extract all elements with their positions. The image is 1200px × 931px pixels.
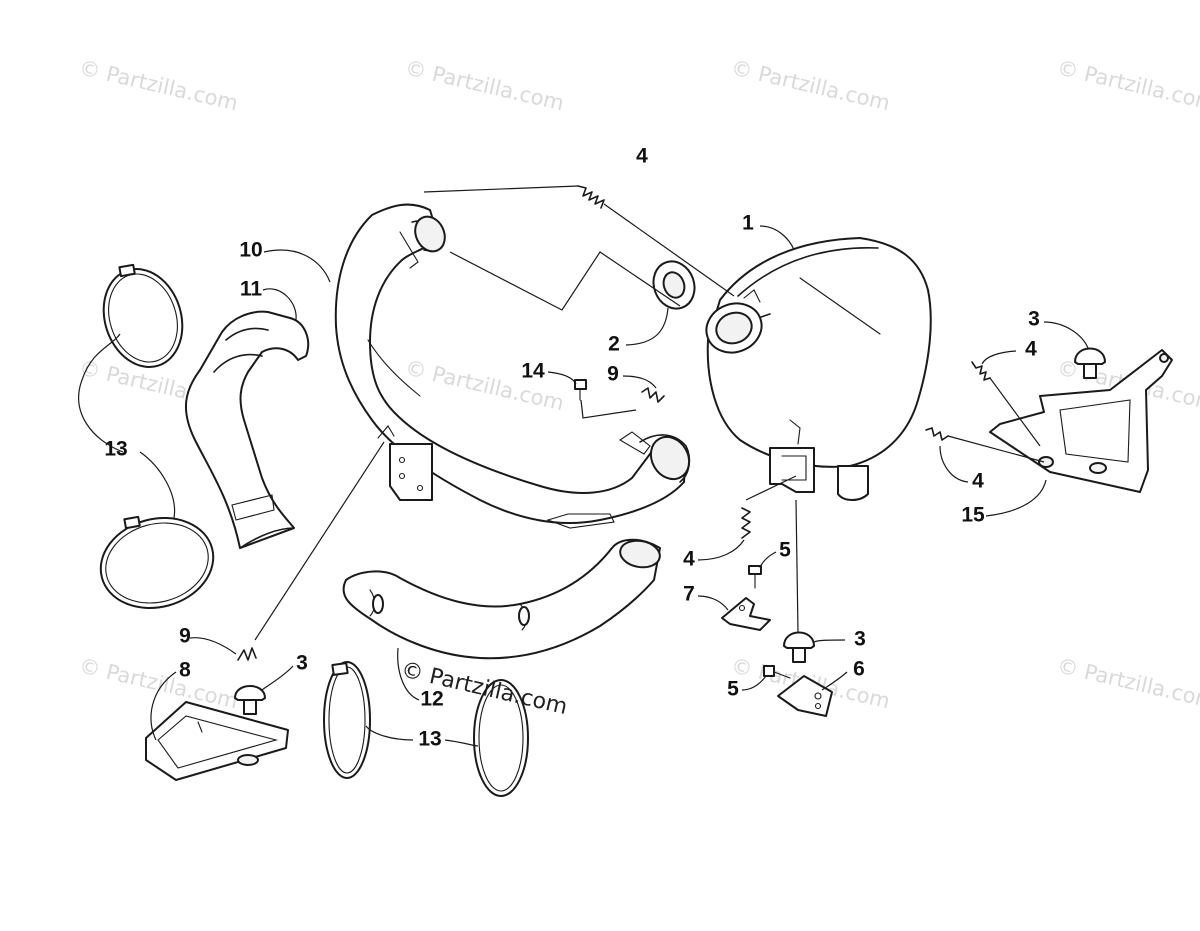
- part-9-spring-upper: [641, 387, 665, 403]
- part-5-bolt-upper: [748, 565, 762, 589]
- callout-4: 4: [972, 470, 984, 493]
- callout-5: 5: [727, 678, 739, 701]
- callout-11: 11: [240, 278, 263, 301]
- callout-labels: 1 2 3 3 3 4 4 4 4 5 5 6 7 8 9 9 10 11 12…: [104, 145, 1040, 751]
- callout-4: 4: [636, 145, 648, 168]
- part-3-bumper-center: [783, 631, 815, 663]
- callout-13: 13: [418, 728, 441, 751]
- part-5-bolt-lower: [763, 665, 791, 679]
- part-11-tube: [184, 310, 310, 549]
- part-4-spring-right-upper: [971, 361, 991, 381]
- part-13-clamp-lower: [99, 515, 215, 609]
- callout-9: 9: [179, 625, 191, 648]
- watermark: © Partzilla.com: [77, 55, 240, 115]
- callout-14: 14: [521, 360, 545, 383]
- part-7-bracket: [721, 597, 771, 631]
- callout-5: 5: [779, 539, 791, 562]
- part-4-spring-right-lower: [925, 427, 949, 441]
- part-13-clamp-small: [323, 661, 371, 779]
- callout-4: 4: [683, 548, 695, 571]
- callout-1: 1: [742, 212, 754, 235]
- callout-3: 3: [296, 652, 308, 675]
- callout-6: 6: [853, 658, 865, 681]
- callout-3: 3: [1028, 308, 1040, 331]
- part-4-spring-lower: [741, 507, 751, 539]
- part-9-spring-lower: [237, 647, 257, 661]
- part-3-bumper-left: [234, 685, 266, 715]
- watermark: © Partzilla.com: [1055, 55, 1200, 115]
- callout-2: 2: [608, 333, 620, 356]
- callout-12: 12: [420, 688, 443, 711]
- assembly-lines: [254, 185, 1045, 641]
- part-4-spring-top: [577, 185, 605, 209]
- watermark: © Partzilla.com: [1055, 653, 1200, 713]
- callout-10: 10: [239, 239, 262, 262]
- callout-9: 9: [607, 363, 619, 386]
- part-13-clamp-upper: [102, 263, 184, 368]
- watermark: © Partzilla.com: [729, 55, 892, 115]
- callout-3: 3: [854, 628, 866, 651]
- part-1-muffler: [705, 237, 932, 501]
- part-14-bolt: [574, 379, 587, 401]
- callout-8: 8: [179, 659, 191, 682]
- callout-13: 13: [104, 438, 127, 461]
- watermark: © Partzilla.com: [77, 653, 240, 713]
- part-12-tube: [342, 538, 661, 660]
- part-6-bracket: [777, 675, 833, 717]
- part-10-exhaust-pipe: [334, 203, 691, 529]
- part-8-tray: [145, 701, 289, 781]
- watermark: © Partzilla.com: [403, 55, 566, 115]
- callout-7: 7: [683, 583, 695, 606]
- part-2-grommet: [652, 260, 696, 310]
- part-13-clamp-large: [473, 679, 529, 797]
- part-3-bumper-right: [1074, 347, 1106, 379]
- callout-15: 15: [961, 504, 985, 527]
- callout-leaders: [78, 225, 1089, 747]
- part-15-bracket: [989, 349, 1173, 493]
- callout-4: 4: [1025, 338, 1037, 361]
